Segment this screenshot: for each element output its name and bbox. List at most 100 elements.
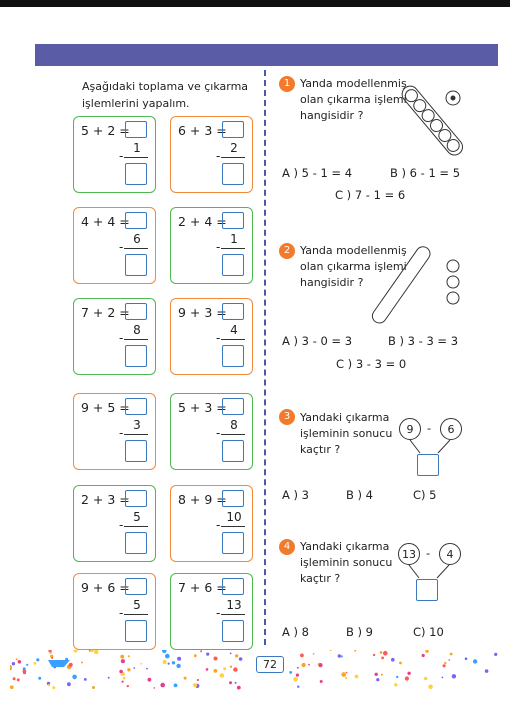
star-dot [50,654,54,658]
card-sum-box[interactable] [125,212,147,229]
star-dot [146,667,148,670]
star-dot [51,657,54,659]
card-result-box[interactable] [125,254,147,276]
card-rule [221,434,245,435]
star-dot [396,675,399,679]
star-dot [121,680,124,683]
boat-icon [48,660,70,667]
card-equation: 6 + 3 = [178,123,227,138]
card-result-box[interactable] [125,532,147,554]
card-minus-sign: - [216,606,221,620]
card-result-box[interactable] [125,620,147,642]
q4-line-3: kaçtır ? [300,572,341,585]
star-dot [153,687,156,689]
card-result-box[interactable] [222,440,244,462]
q1-option-b[interactable]: B ) 6 - 1 = 5 [390,166,461,180]
card-sum-box[interactable] [125,121,147,138]
card-sum-box[interactable] [222,121,244,138]
star-dot [94,650,99,655]
q2-option-b[interactable]: B ) 3 - 3 = 3 [388,334,459,348]
star-dot [107,676,110,679]
star-dot [340,655,343,658]
card-minus-sign: - [119,606,124,620]
card-subtrahend: 4 [230,323,238,337]
card-sum-box[interactable] [125,578,147,595]
q3-line-3: kaçtır ? [300,443,341,456]
star-dot [295,673,299,677]
card-result-box[interactable] [222,254,244,276]
page-number: 72 [256,656,284,673]
star-dot [83,678,87,681]
star-dot [448,659,451,661]
card-result-box[interactable] [222,532,244,554]
star-dot [329,650,332,652]
star-dot [92,686,95,689]
card-sum-box[interactable] [125,303,147,320]
card-sum-box[interactable] [222,578,244,595]
card-sum-box[interactable] [222,303,244,320]
q3-right-operand: 6 [440,418,462,440]
q3-answer-box[interactable] [417,454,439,476]
card-sum-box[interactable] [222,398,244,415]
star-dot [229,665,233,668]
star-dot [337,654,341,658]
q3-option-a[interactable]: A ) 3 [282,488,309,502]
star-dot [421,653,425,658]
star-dot [171,661,176,665]
q2-option-c[interactable]: C ) 3 - 3 = 0 [336,357,407,371]
star-dot [162,659,167,665]
star-dot [219,673,225,678]
card-rule [221,614,245,615]
q3-option-c[interactable]: C) 5 [413,488,437,502]
q1-option-c[interactable]: C ) 7 - 1 = 6 [335,188,406,202]
q4-line-1: Yandaki çıkarma [300,540,390,553]
card-result-box[interactable] [222,163,244,185]
card-sum-box[interactable] [222,490,244,507]
card-result-box[interactable] [222,345,244,367]
q2-option-a[interactable]: A ) 3 - 0 = 3 [282,334,353,348]
card-result-box[interactable] [125,345,147,367]
card-sum-box[interactable] [222,212,244,229]
q3-option-b[interactable]: B ) 4 [346,488,374,502]
star-dot [380,673,383,676]
card-rule [124,526,148,527]
star-dot [289,671,293,674]
q4-line-2: işleminin sonucu [300,556,393,569]
card-result-box[interactable] [125,440,147,462]
card-sum-box[interactable] [125,398,147,415]
q1-number-badge: 1 [279,76,295,92]
card-equation: 5 + 2 = [81,123,130,138]
star-dot [424,676,428,681]
q4-option-a[interactable]: A ) 8 [282,625,309,639]
card-subtrahend: 2 [230,141,238,155]
star-dot [472,659,478,664]
q4-minus-sign: - [426,546,431,560]
card-result-box[interactable] [125,163,147,185]
star-dot [127,668,131,672]
q4-option-b[interactable]: B ) 9 [346,625,374,639]
star-dot [167,662,170,665]
card-subtrahend: 10 [226,510,242,524]
q1-option-a[interactable]: A ) 5 - 1 = 4 [282,166,353,180]
star-dot [428,684,433,690]
column-divider [264,70,266,645]
q3-minus-sign: - [427,421,432,435]
star-dot [38,676,42,680]
star-dot [374,672,378,676]
star-dot [296,666,299,669]
card-equation: 2 + 4 = [178,214,227,229]
q4-option-c[interactable]: C) 10 [413,625,444,639]
q4-answer-box[interactable] [416,579,438,601]
star-dot [200,650,203,653]
card-equation: 2 + 3 = [81,492,130,507]
star-dot [425,650,429,653]
card-subtrahend: 13 [226,598,242,612]
star-dot [10,665,12,670]
star-dot [67,682,71,687]
star-dot [176,663,181,669]
card-sum-box[interactable] [125,490,147,507]
star-dot [68,662,73,667]
q4-number-badge: 4 [279,539,295,555]
top-edge-bar [0,0,510,7]
card-result-box[interactable] [222,620,244,642]
